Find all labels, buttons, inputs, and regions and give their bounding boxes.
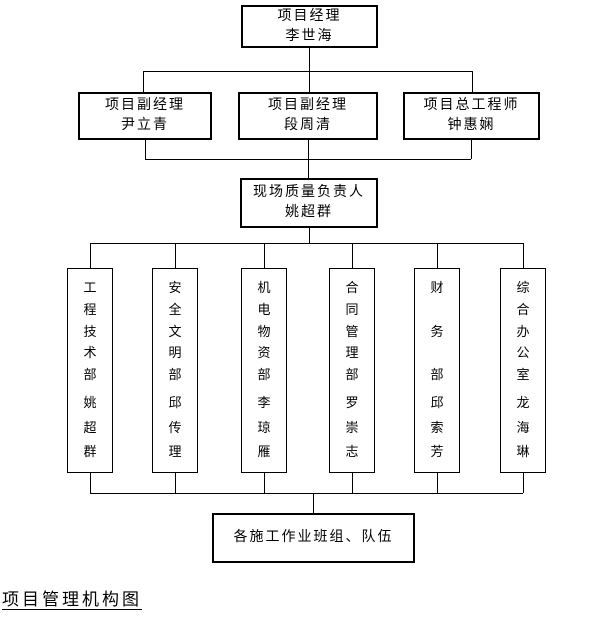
box-title: 项目副经理 <box>105 98 185 113</box>
box-chief-engineer: 项目总工程师 钟惠娴 <box>403 92 540 140</box>
box-dept-general-office: 综合办公室 龙海琳 <box>500 268 546 473</box>
box-deputy-manager-2: 项目副经理 段周清 <box>238 92 378 140</box>
box-person-name: 钟惠娴 <box>447 118 496 133</box>
dept-name: 机电物资部 <box>257 280 271 382</box>
box-deputy-manager-1: 项目副经理 尹立青 <box>78 92 212 140</box>
box-person-name: 段周清 <box>284 118 332 133</box>
connector-line <box>264 243 265 268</box>
connector-line <box>90 243 523 244</box>
connector-line <box>264 473 265 493</box>
dept-name: 综合办公室 <box>516 280 530 382</box>
box-dept-mechanical-materials: 机电物资部 李琼雁 <box>241 268 287 473</box>
box-dept-contract-management: 合同管理部 罗崇志 <box>329 268 375 473</box>
connector-line <box>143 71 472 72</box>
box-title: 项目总工程师 <box>423 98 520 113</box>
connector-line <box>308 159 309 178</box>
connector-line <box>523 243 524 268</box>
connector-line <box>352 473 353 493</box>
connector-line <box>308 140 309 159</box>
dept-name: 合同管理部 <box>345 280 359 382</box>
box-dept-safety-civilization: 安全文明部 邱传理 <box>152 268 198 473</box>
box-title: 项目副经理 <box>268 98 348 113</box>
dept-name: 工程技术部 <box>83 280 97 382</box>
dept-person-name: 龙海琳 <box>516 395 530 459</box>
connector-line <box>309 71 310 92</box>
box-title: 各施工作业班组、队伍 <box>233 530 394 545</box>
connector-line <box>90 493 523 494</box>
box-person-name: 姚超群 <box>285 205 333 220</box>
dept-name: 财务部 <box>430 280 444 382</box>
box-dept-engineering-tech: 工程技术部 姚超群 <box>67 268 113 473</box>
chart-caption: 项目管理机构图 <box>2 590 142 609</box>
connector-line <box>471 140 472 159</box>
box-person-name: 李世海 <box>285 28 334 44</box>
box-project-manager: 项目经理 李世海 <box>241 5 378 48</box>
connector-line <box>313 493 314 513</box>
connector-line <box>352 243 353 268</box>
connector-line <box>90 243 91 268</box>
box-site-quality-leader: 现场质量负责人 姚超群 <box>240 178 378 228</box>
dept-person-name: 罗崇志 <box>345 395 359 459</box>
dept-name: 安全文明部 <box>168 280 182 382</box>
connector-line <box>175 473 176 493</box>
dept-person-name: 李琼雁 <box>257 395 271 459</box>
dept-person-name: 姚超群 <box>83 395 97 459</box>
connector-line <box>143 71 144 92</box>
connector-line <box>90 473 91 493</box>
dept-person-name: 邱传理 <box>168 395 182 459</box>
dept-person-name: 邱索芳 <box>430 395 444 459</box>
connector-line <box>145 140 146 159</box>
box-dept-finance: 财务部 邱索芳 <box>414 268 460 473</box>
connector-line <box>309 228 310 243</box>
box-title: 项目经理 <box>277 8 342 24</box>
connector-line <box>437 243 438 268</box>
box-title: 现场质量负责人 <box>253 185 365 200</box>
box-person-name: 尹立青 <box>121 118 169 133</box>
connector-line <box>309 48 310 71</box>
box-work-crews: 各施工作业班组、队伍 <box>212 513 415 563</box>
connector-line <box>437 473 438 493</box>
connector-line <box>523 473 524 493</box>
connector-line <box>472 71 473 92</box>
connector-line <box>175 243 176 268</box>
